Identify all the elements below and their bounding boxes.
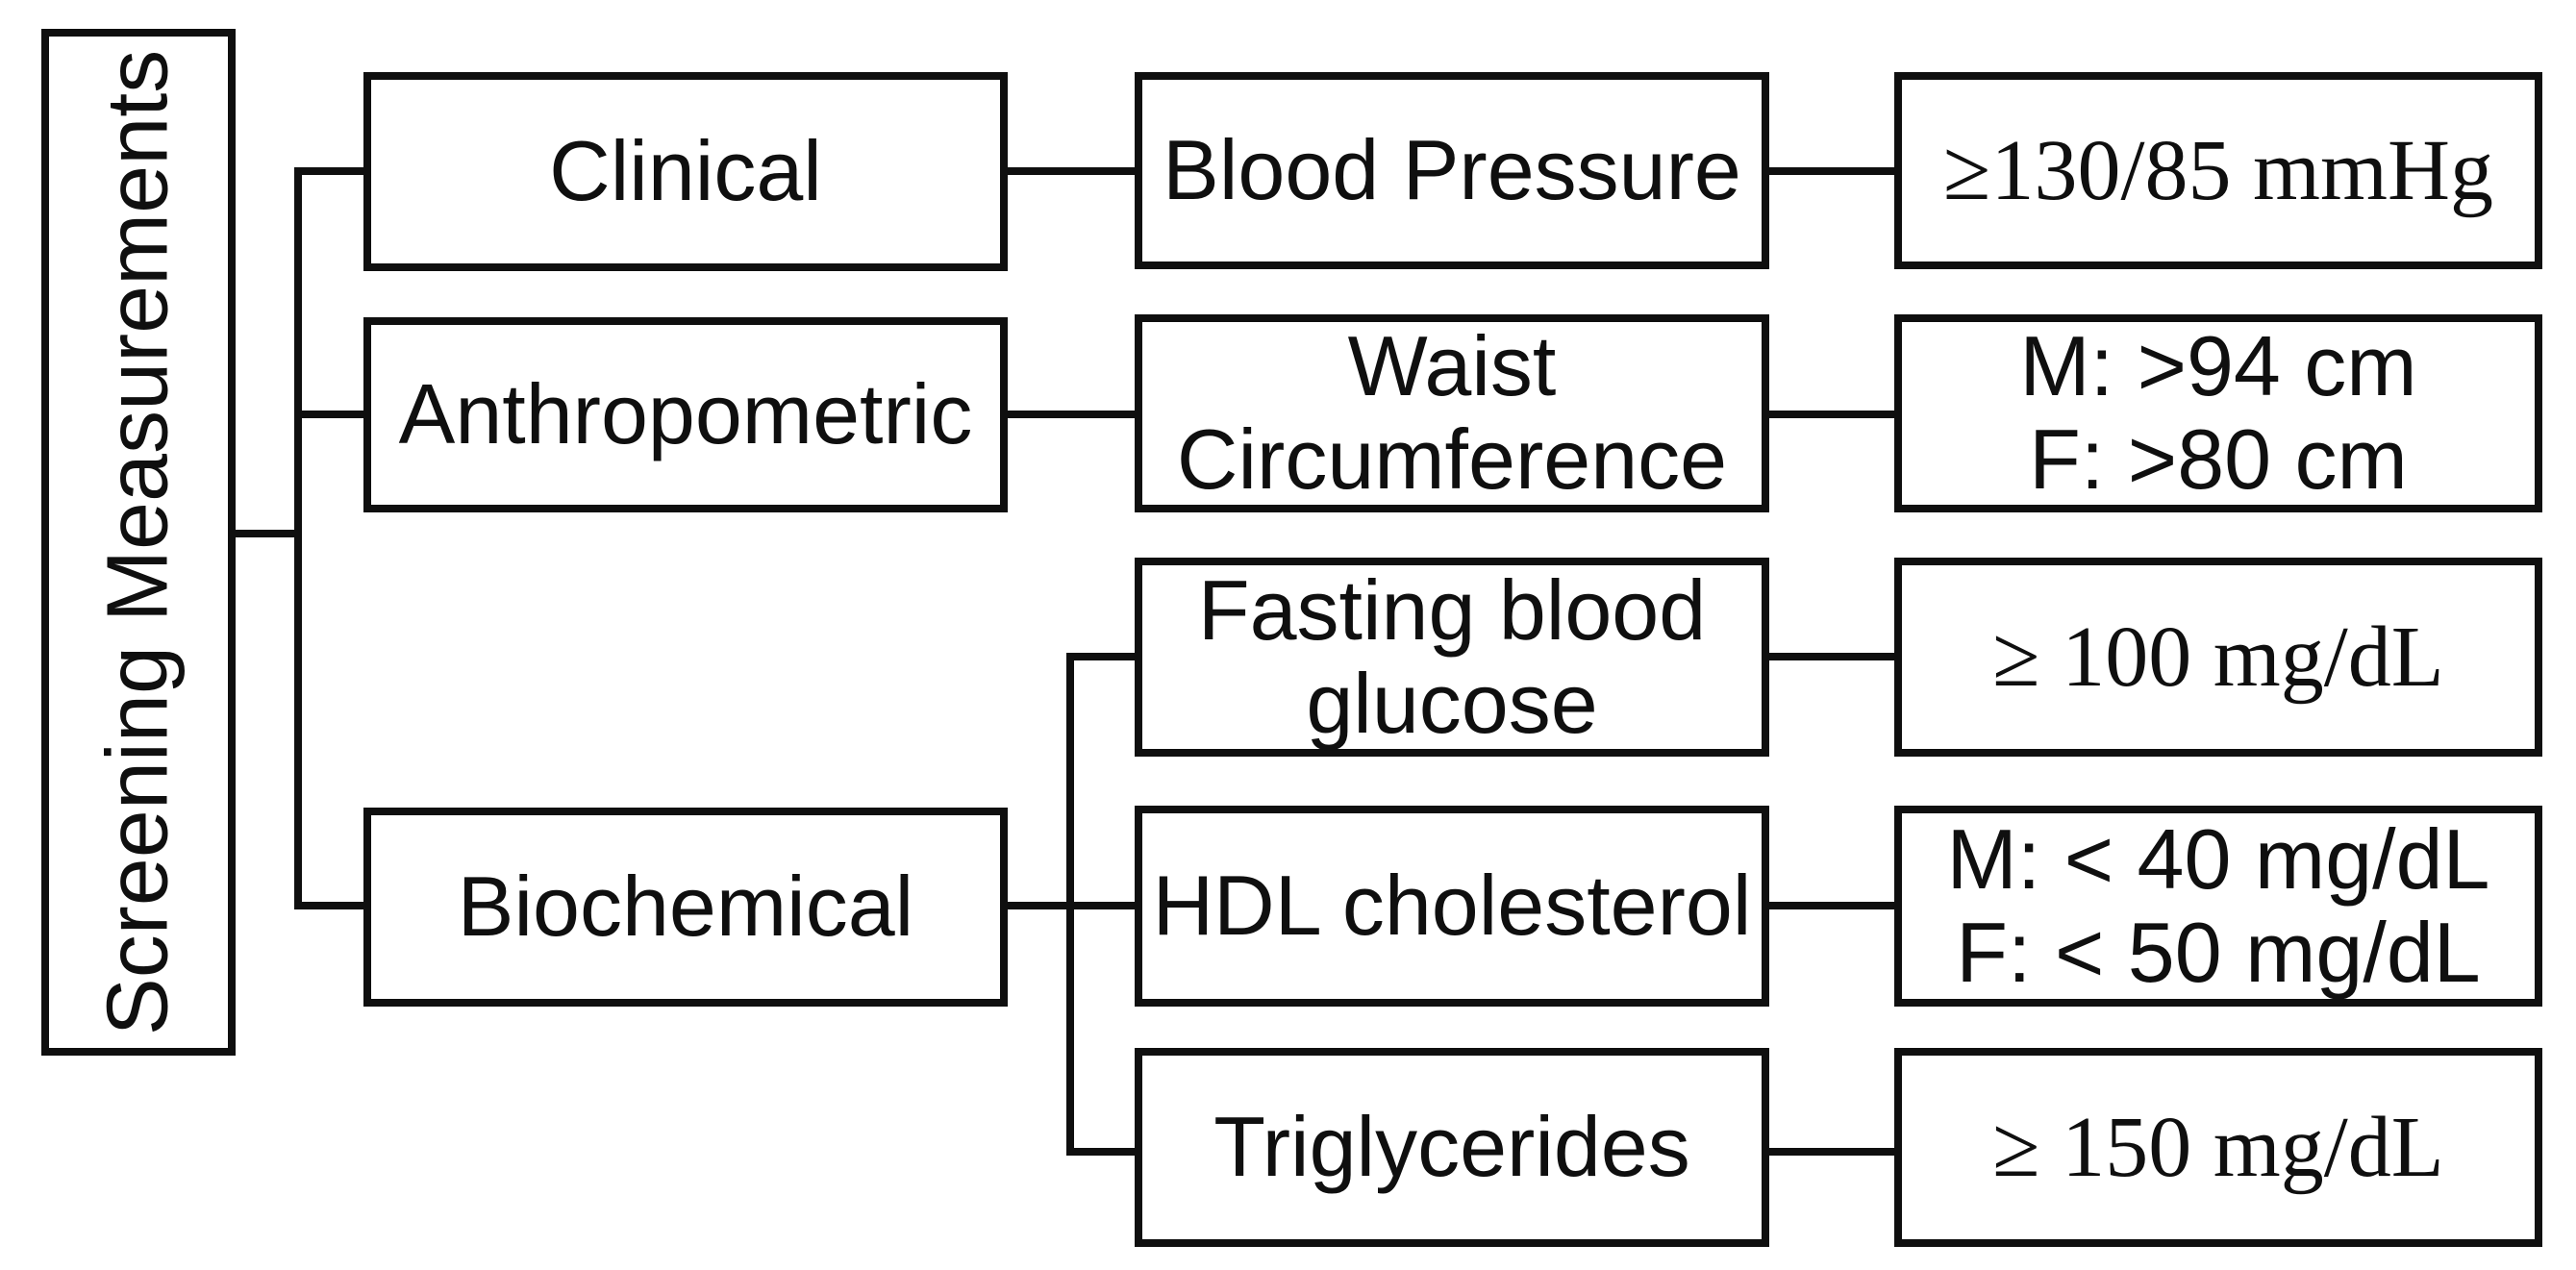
threshold-box-blood-pressure: ≥130/85 mmHg [1894,72,2542,269]
connector-fasting-to-threshold [1769,653,1894,660]
connector-subtrunk-to-triglycerides [1066,1148,1135,1156]
category-label-anthropometric: Anthropometric [398,366,973,462]
connector-trunk-to-biochemical [294,902,363,909]
threshold-box-waist-circumference: M: >94 cm F: >80 cm [1894,314,2542,512]
threshold-box-hdl-cholesterol: M: < 40 mg/dL F: < 50 mg/dL [1894,806,2542,1007]
threshold-box-fasting-blood-glucose: ≥ 100 mg/dL [1894,558,2542,757]
connector-clinical-to-blood-pressure [1008,167,1135,175]
measurement-label: HDL cholesterol [1152,858,1752,954]
threshold-value-male: M: < 40 mg/dL [1946,810,2490,907]
measurement-box-hdl-cholesterol: HDL cholesterol [1135,806,1769,1007]
measurement-label-line2: Circumference [1176,411,1728,507]
threshold-box-triglycerides: ≥ 150 mg/dL [1894,1048,2542,1247]
measurement-label-line1: Waist [1347,318,1557,414]
threshold-value-male: M: >94 cm [2019,318,2417,414]
threshold-value: ≥130/85 mmHg [1943,123,2493,218]
connector-blood-pressure-to-threshold [1769,167,1894,175]
category-box-clinical: Clinical [363,72,1008,271]
root-box: Screening Measurements [41,29,236,1056]
threshold-value-female: F: >80 cm [2029,411,2408,507]
connector-trunk-to-anthropometric [294,411,363,418]
measurement-label: Blood Pressure [1163,122,1741,218]
category-label-biochemical: Biochemical [457,859,914,955]
category-box-biochemical: Biochemical [363,808,1008,1007]
measurement-box-triglycerides: Triglycerides [1135,1048,1769,1247]
connector-waist-to-threshold [1769,411,1894,418]
measurement-label: Triglycerides [1213,1099,1690,1195]
connector-trunk-to-clinical [294,167,363,175]
connector-anthropometric-to-waist [1008,411,1135,418]
root-label: Screening Measurements [89,49,187,1035]
threshold-value: ≥ 100 mg/dL [1992,610,2444,705]
connector-trunk [294,167,302,909]
connector-triglycerides-to-threshold [1769,1148,1894,1156]
measurement-box-blood-pressure: Blood Pressure [1135,72,1769,269]
connector-hdl-to-threshold [1769,902,1894,909]
measurement-box-fasting-blood-glucose: Fasting blood glucose [1135,558,1769,757]
measurement-label-line2: glucose [1306,655,1598,751]
connector-subtrunk-to-fasting [1066,653,1135,660]
connector-biochemical-subtrunk [1066,653,1074,1156]
threshold-value-female: F: < 50 mg/dL [1956,904,2481,1000]
measurement-label-line1: Fasting blood [1197,561,1707,658]
connector-root-to-trunk [236,530,298,537]
threshold-value: ≥ 150 mg/dL [1992,1100,2444,1195]
category-box-anthropometric: Anthropometric [363,317,1008,512]
category-label-clinical: Clinical [549,123,822,219]
measurement-box-waist-circumference: Waist Circumference [1135,314,1769,512]
